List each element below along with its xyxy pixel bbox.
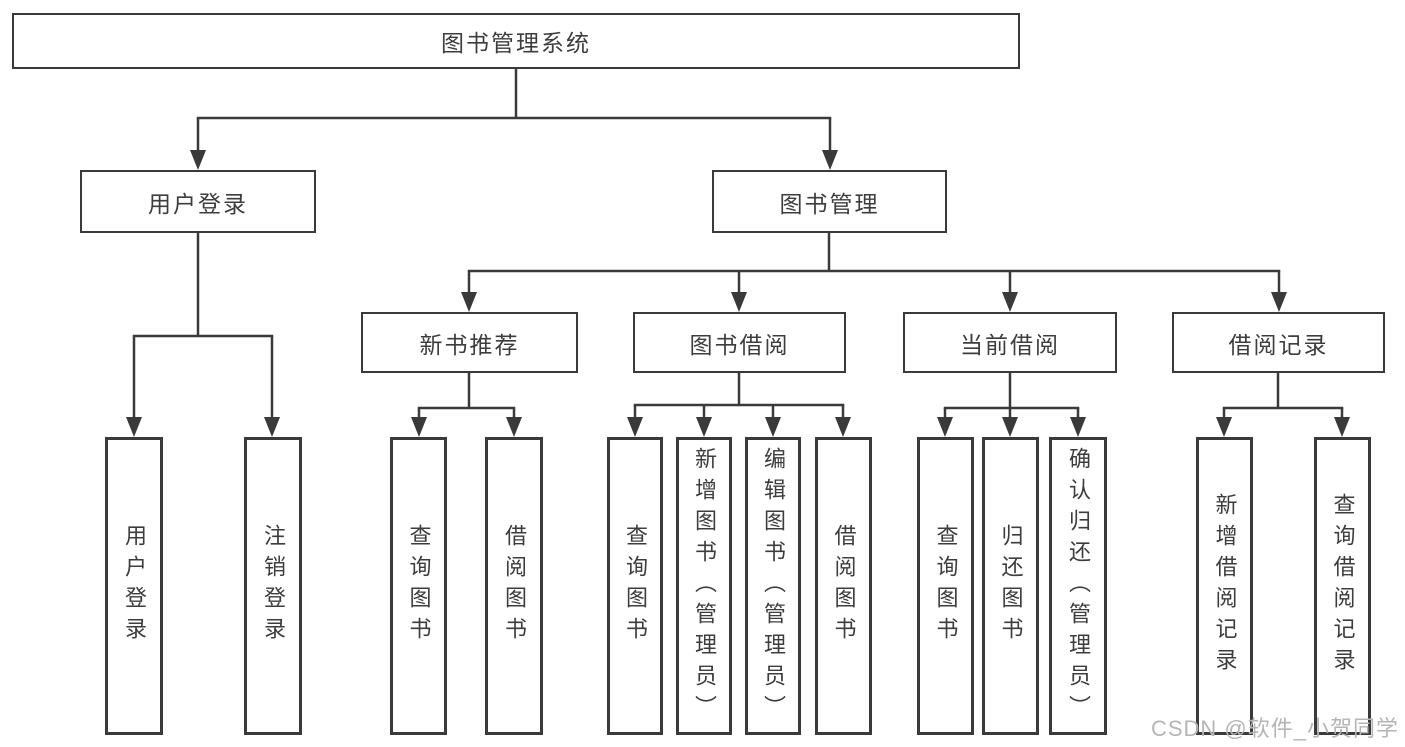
- node-root-label: 图书管理系统: [441, 30, 591, 56]
- leaf-add-books-admin: 新增图书（管理员）: [676, 437, 732, 735]
- leaf-borrow-books-recommend: 借阅图书: [485, 437, 543, 735]
- leaf-add-books-admin-label: 新增图书（管理员）: [692, 446, 717, 726]
- leaf-borrow-books: 借阅图书: [815, 437, 872, 735]
- leaf-user-login-label: 用户登录: [122, 524, 147, 648]
- node-user-login-label: 用户登录: [148, 190, 248, 217]
- node-root: 图书管理系统: [12, 13, 1020, 69]
- node-borrow-records-label: 借阅记录: [1228, 331, 1329, 358]
- node-new-book-recommend: 新书推荐: [361, 312, 578, 373]
- node-book-management-label: 图书管理: [779, 190, 880, 217]
- leaf-query-books-current: 查询图书: [917, 437, 974, 735]
- node-book-borrowing: 图书借阅: [633, 312, 846, 373]
- leaf-query-books-borrowing: 查询图书: [607, 437, 663, 735]
- leaf-confirm-return-admin: 确认归还（管理员）: [1049, 437, 1107, 735]
- leaf-user-login: 用户登录: [105, 437, 163, 735]
- leaf-query-borrow-record-label: 查询借阅记录: [1330, 493, 1356, 679]
- leaf-borrow-books-label: 借阅图书: [831, 524, 857, 648]
- leaf-borrow-books-recommend-label: 借阅图书: [502, 524, 527, 648]
- node-current-borrowing-label: 当前借阅: [960, 331, 1060, 358]
- leaf-query-borrow-record: 查询借阅记录: [1314, 437, 1371, 735]
- leaf-query-books-recommend-label: 查询图书: [406, 524, 432, 648]
- leaf-query-books-borrowing-label: 查询图书: [623, 524, 648, 648]
- node-book-borrowing-label: 图书借阅: [689, 331, 790, 358]
- leaf-add-borrow-record: 新增借阅记录: [1196, 437, 1253, 735]
- node-user-login: 用户登录: [80, 170, 316, 233]
- leaf-edit-books-admin: 编辑图书（管理员）: [745, 437, 801, 735]
- leaf-return-books-label: 归还图书: [998, 524, 1024, 648]
- node-new-book-recommend-label: 新书推荐: [419, 331, 520, 358]
- leaf-add-borrow-record-label: 新增借阅记录: [1212, 493, 1238, 679]
- leaf-return-books: 归还图书: [982, 437, 1039, 735]
- leaf-query-books-recommend: 查询图书: [390, 437, 447, 735]
- leaf-query-books-current-label: 查询图书: [933, 524, 959, 648]
- csdn-watermark: CSDN @软件_小贺同学: [1150, 716, 1399, 741]
- leaf-confirm-return-admin-label: 确认归还（管理员）: [1066, 446, 1091, 726]
- node-borrow-records: 借阅记录: [1172, 312, 1385, 373]
- node-current-borrowing: 当前借阅: [903, 312, 1117, 373]
- leaf-edit-books-admin-label: 编辑图书（管理员）: [761, 446, 786, 726]
- leaf-logout-label: 注销登录: [261, 524, 286, 648]
- leaf-logout: 注销登录: [244, 437, 302, 735]
- node-book-management: 图书管理: [712, 170, 947, 233]
